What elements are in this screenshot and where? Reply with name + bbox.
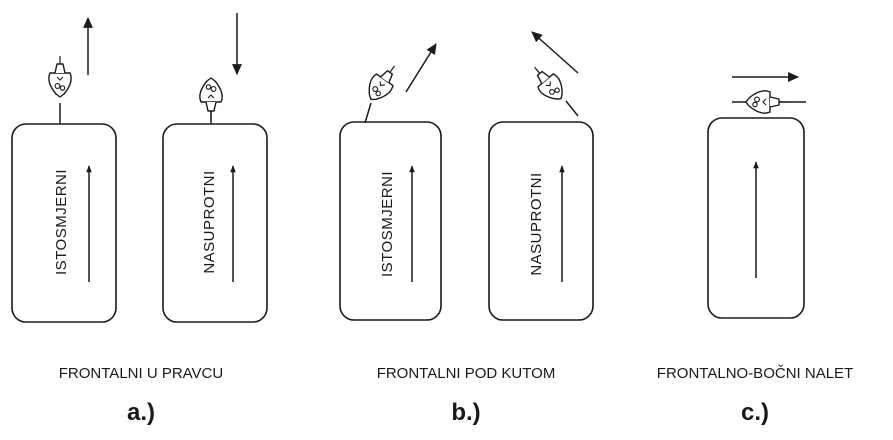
- pedestrian-icon: [525, 59, 571, 107]
- vehicle-box: [488, 121, 594, 321]
- vehicle-box: [11, 123, 117, 323]
- contact-line: [364, 102, 372, 124]
- pedestrian-icon: [361, 58, 405, 107]
- vehicle-label: NASUPROTNI: [528, 172, 545, 275]
- panel-a: ISTOSMJERNI NASUPROTNI FRONTALNI U PRAVC…: [11, 13, 268, 426]
- panel-sub-label: a.): [127, 399, 155, 426]
- scenario-a1: ISTOSMJERNI: [11, 16, 117, 323]
- panel-b: ISTOSMJERNI NASUPROTNI FRONTALNI POD KUT…: [339, 31, 594, 426]
- vehicle-box: [162, 123, 268, 323]
- vehicle-label: ISTOSMJERNI: [53, 169, 70, 275]
- panel-caption: FRONTALNO-BOČNI NALET: [657, 365, 853, 382]
- scenario-b2: NASUPROTNI: [488, 31, 594, 321]
- panel-caption: FRONTALNI U PRAVCU: [59, 365, 223, 382]
- vehicle-label: NASUPROTNI: [201, 170, 218, 273]
- pedestrian-icon: [745, 90, 788, 114]
- panel-sub-label: b.): [451, 399, 480, 426]
- pedestrian-icon: [199, 77, 223, 120]
- scenario-b1: ISTOSMJERNI: [339, 43, 442, 321]
- scenario-a2: NASUPROTNI: [162, 13, 268, 323]
- vehicle-box: [339, 121, 442, 321]
- pedestrian-icon: [48, 55, 72, 98]
- panel-c: FRONTALNO-BOČNI NALET c.): [657, 72, 853, 426]
- panel-sub-label: c.): [741, 399, 769, 426]
- pedestrian-direction-arrow: [531, 31, 579, 74]
- pedestrian-direction-arrow: [405, 43, 437, 93]
- contact-line: [565, 100, 579, 117]
- scenario-c1: [707, 72, 806, 319]
- vehicle-label: ISTOSMJERNI: [379, 171, 396, 277]
- panel-caption: FRONTALNI POD KUTOM: [377, 365, 556, 382]
